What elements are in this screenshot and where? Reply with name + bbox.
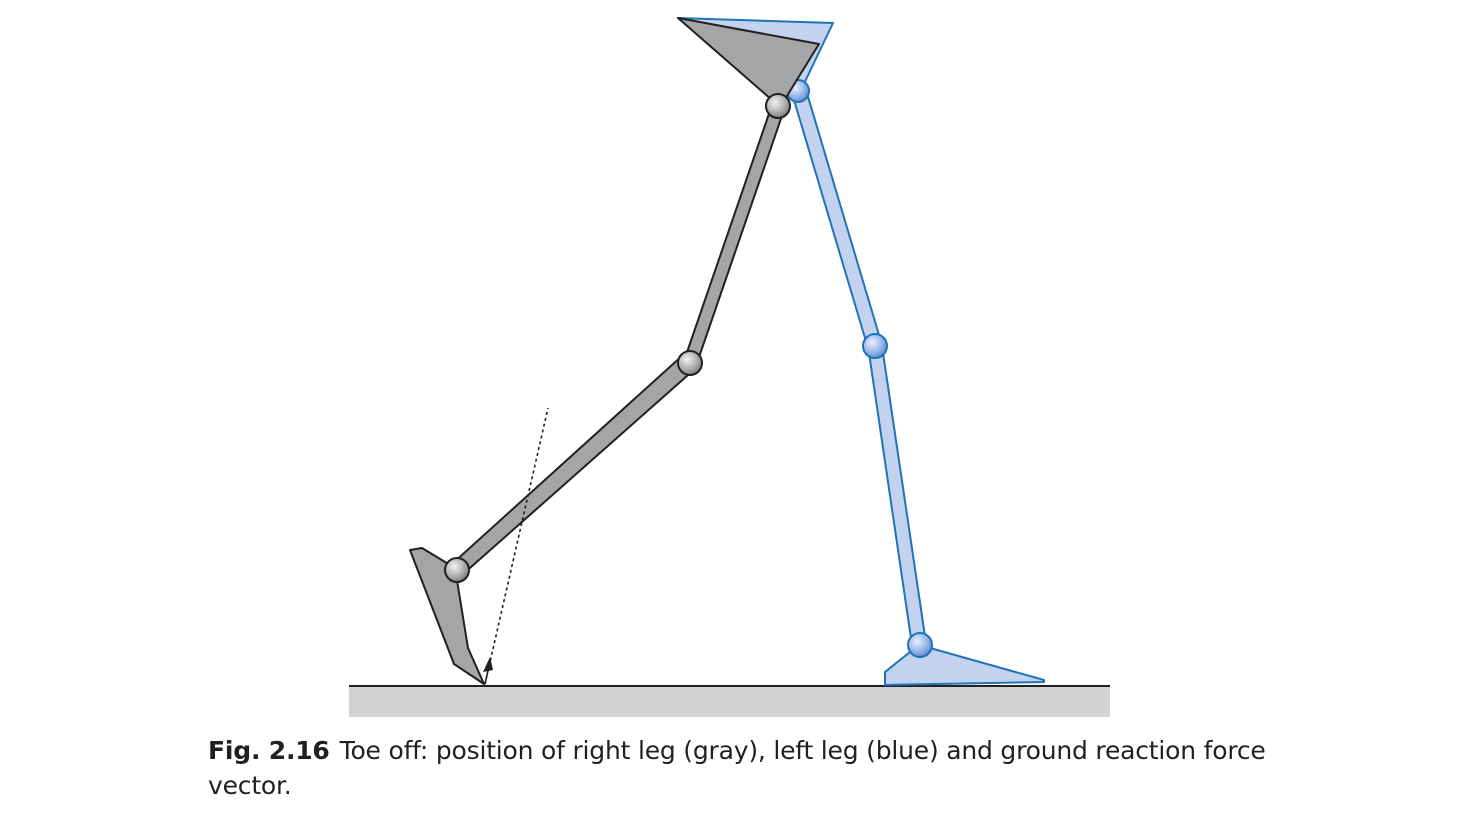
left-leg (677, 17, 1045, 686)
figure-caption-text: Toe off: position of right leg (gray), l… (208, 736, 1266, 800)
left-thigh (790, 89, 883, 349)
right-shank (451, 354, 697, 576)
right-ankle-joint (444, 557, 470, 583)
ground (349, 685, 1110, 717)
right-knee-joint (677, 350, 703, 376)
left-shank (867, 345, 927, 646)
ground-surface (349, 686, 1110, 717)
force-vector-arrowhead (483, 657, 493, 672)
left-ankle-joint (907, 632, 933, 658)
right-thigh (683, 104, 786, 364)
right-foot (409, 547, 485, 685)
gait-diagram (349, 17, 1110, 717)
right-leg (409, 17, 820, 685)
right-hip-joint (765, 93, 791, 119)
ground-reaction-force-vector (483, 407, 549, 685)
force-vector-line (484, 407, 549, 685)
left-knee-joint (862, 333, 888, 359)
figure-caption-label: Fig. 2.16 (208, 736, 330, 765)
force-vector-stem (484, 665, 490, 685)
left-foot (884, 647, 1045, 686)
